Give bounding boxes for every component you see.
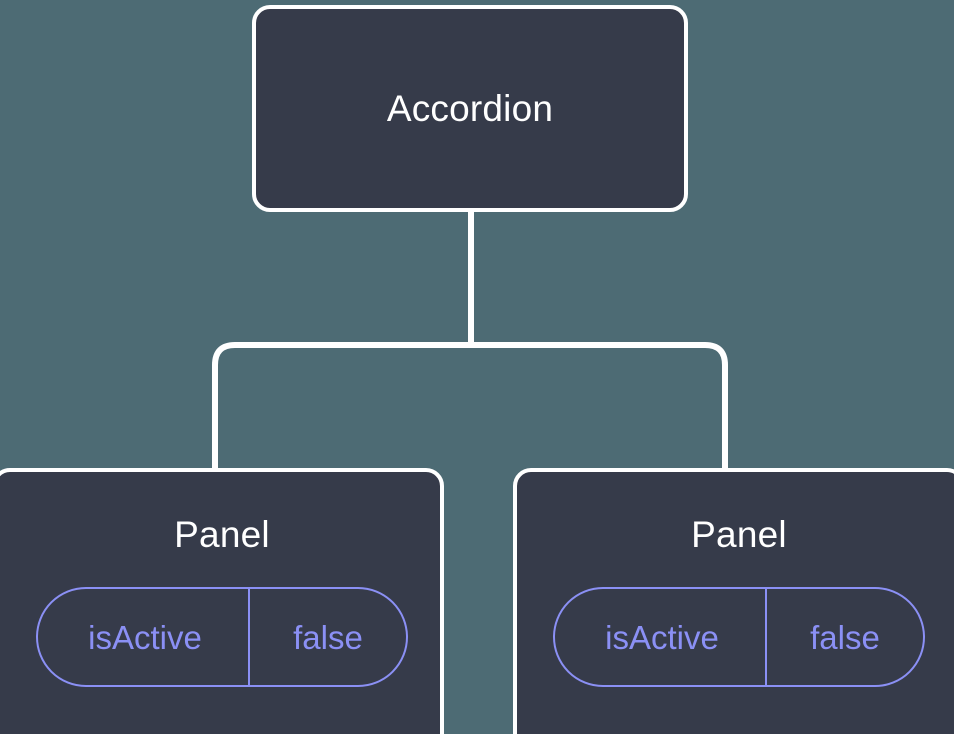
node-panel-right-prop-pill[interactable]: isActive false: [553, 587, 925, 687]
node-panel-left-prop-key: isActive: [88, 618, 202, 656]
edge-root-to-panel-right: [471, 342, 728, 470]
node-panel-left-prop-value: false: [248, 589, 406, 685]
node-panel-left-title: Panel: [174, 514, 270, 555]
edge-root-to-panel-left: [212, 342, 471, 470]
node-panel-left-prop-pill[interactable]: isActive false: [36, 587, 408, 687]
node-panel-right-prop-key: isActive: [605, 618, 719, 656]
node-panel-left[interactable]: Panel isActive false: [0, 468, 444, 734]
node-panel-right-prop-value: false: [765, 589, 923, 685]
node-panel-right-title: Panel: [691, 514, 787, 555]
node-panel-right[interactable]: Panel isActive false: [513, 468, 954, 734]
node-accordion[interactable]: Accordion: [252, 5, 688, 212]
node-accordion-title: Accordion: [386, 88, 554, 129]
